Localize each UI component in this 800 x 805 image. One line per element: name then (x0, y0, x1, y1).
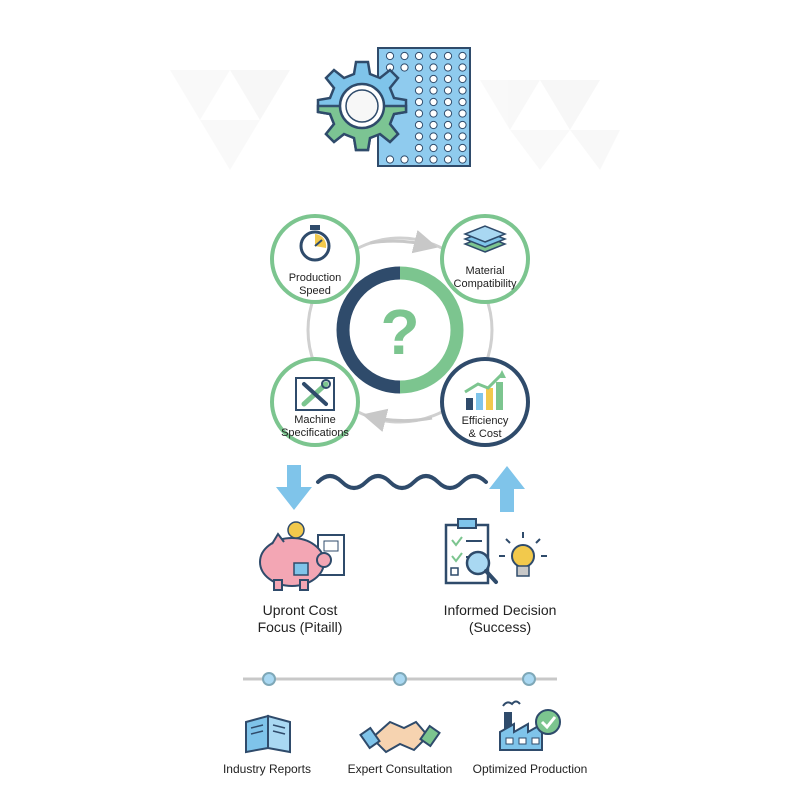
grid-dot (429, 51, 438, 61)
grid-dot (429, 97, 438, 107)
grid-dot (414, 120, 424, 130)
piggy-bank-icon (259, 521, 345, 591)
grid-dot (414, 155, 424, 164)
grid-dot (443, 132, 453, 141)
book-icon (245, 714, 291, 754)
grid-dot (385, 51, 395, 61)
grid-dot (443, 97, 453, 107)
question-mark-text: ? (380, 296, 419, 368)
outcome-line1: Informed Decision (443, 602, 557, 618)
growth-chart-icon (464, 370, 506, 410)
node-label-machine-specifications: Machine Specifications (270, 414, 360, 440)
outcome-line2: (Success) (468, 619, 532, 635)
grid-dot (429, 132, 438, 141)
grid-dot (385, 155, 395, 164)
outcome-label-pitfall: Upront Cost Focus (Pitaill) (230, 602, 370, 636)
node-efficiency-cost (440, 357, 530, 447)
grid-dot (414, 74, 424, 84)
grid-dot (443, 143, 453, 153)
node-label-line1: Material (465, 265, 505, 277)
grid-dot (414, 51, 424, 61)
resource-label-expert-consultation: Expert Consultation (347, 762, 453, 776)
clipboard-lightbulb-icon (444, 518, 547, 585)
wavy-line (316, 474, 488, 490)
node-label-line1: Machine (294, 414, 336, 426)
arrow-down-left (276, 465, 312, 510)
grid-dot (458, 97, 467, 107)
grid-dot (429, 155, 438, 164)
grid-dot (429, 86, 438, 95)
grid-dot (414, 132, 424, 141)
grid-dot (429, 63, 438, 72)
outcome-line1: Upront Cost (262, 602, 338, 618)
node-label-line2: Specifications (281, 427, 349, 439)
grid-dot (443, 51, 453, 61)
grid-dot (458, 63, 467, 72)
node-production-speed (270, 214, 360, 304)
grid-dot (414, 63, 424, 72)
arrow-up-right (489, 466, 525, 512)
grid-dot (429, 120, 438, 130)
node-material-compatibility (440, 214, 530, 304)
grid-dot (458, 74, 467, 84)
node-label-production-speed: Production Speed (275, 272, 355, 298)
node-label-line2: & Cost (468, 428, 502, 440)
grid-dot (414, 143, 424, 153)
grid-dot (443, 86, 453, 95)
grid-dot (429, 74, 438, 84)
grid-dot (400, 63, 409, 72)
gear-grid-icon (316, 47, 471, 167)
grid-dot (429, 143, 438, 153)
grid-dot (429, 109, 438, 118)
timeline-dot-3 (522, 672, 536, 686)
grid-dot (458, 155, 467, 164)
grid-dot (458, 132, 467, 141)
stopwatch-icon (299, 225, 331, 262)
node-label-line2: Compatibility (453, 278, 517, 290)
grid-dot (414, 97, 424, 107)
grid-dot (443, 74, 453, 84)
grid-dot (400, 51, 409, 61)
grid-dot (414, 109, 424, 118)
timeline-dot-1 (262, 672, 276, 686)
node-label-line1: Production (288, 272, 342, 284)
handshake-icon (359, 720, 441, 754)
node-label-material-compatibility: Material Compatibility (440, 265, 530, 291)
node-label-line2: Speed (299, 285, 331, 297)
background-pattern (170, 70, 620, 170)
cycle-arrow-top (369, 229, 438, 254)
grid-dot (458, 51, 467, 61)
outcome-label-success: Informed Decision (Success) (420, 602, 580, 636)
node-machine-specifications (270, 357, 360, 447)
grid-dot (443, 63, 453, 72)
factory-icon (499, 700, 561, 751)
question-mark-icon: ? (336, 266, 464, 394)
grid-dot (458, 109, 467, 118)
grid-dot (443, 155, 453, 164)
grid-dot (400, 155, 409, 164)
cycle-arrow-bottom (362, 408, 433, 433)
resource-label-optimized-production: Optimized Production (472, 762, 588, 776)
node-label-line1: Efficiency (461, 415, 509, 427)
resource-label-industry-reports: Industry Reports (222, 762, 312, 776)
grid-dot (443, 109, 453, 118)
grid-dot (414, 86, 424, 95)
outcome-line2: Focus (Pitaill) (257, 619, 343, 635)
grid-dot (458, 86, 467, 95)
grid-dot (458, 120, 467, 130)
node-label-efficiency-cost: Efficiency & Cost (445, 415, 525, 441)
grid-dot (458, 143, 467, 153)
timeline-dot-2 (393, 672, 407, 686)
tools-icon (295, 377, 335, 411)
layers-icon (462, 225, 508, 253)
grid-dot (443, 120, 453, 130)
